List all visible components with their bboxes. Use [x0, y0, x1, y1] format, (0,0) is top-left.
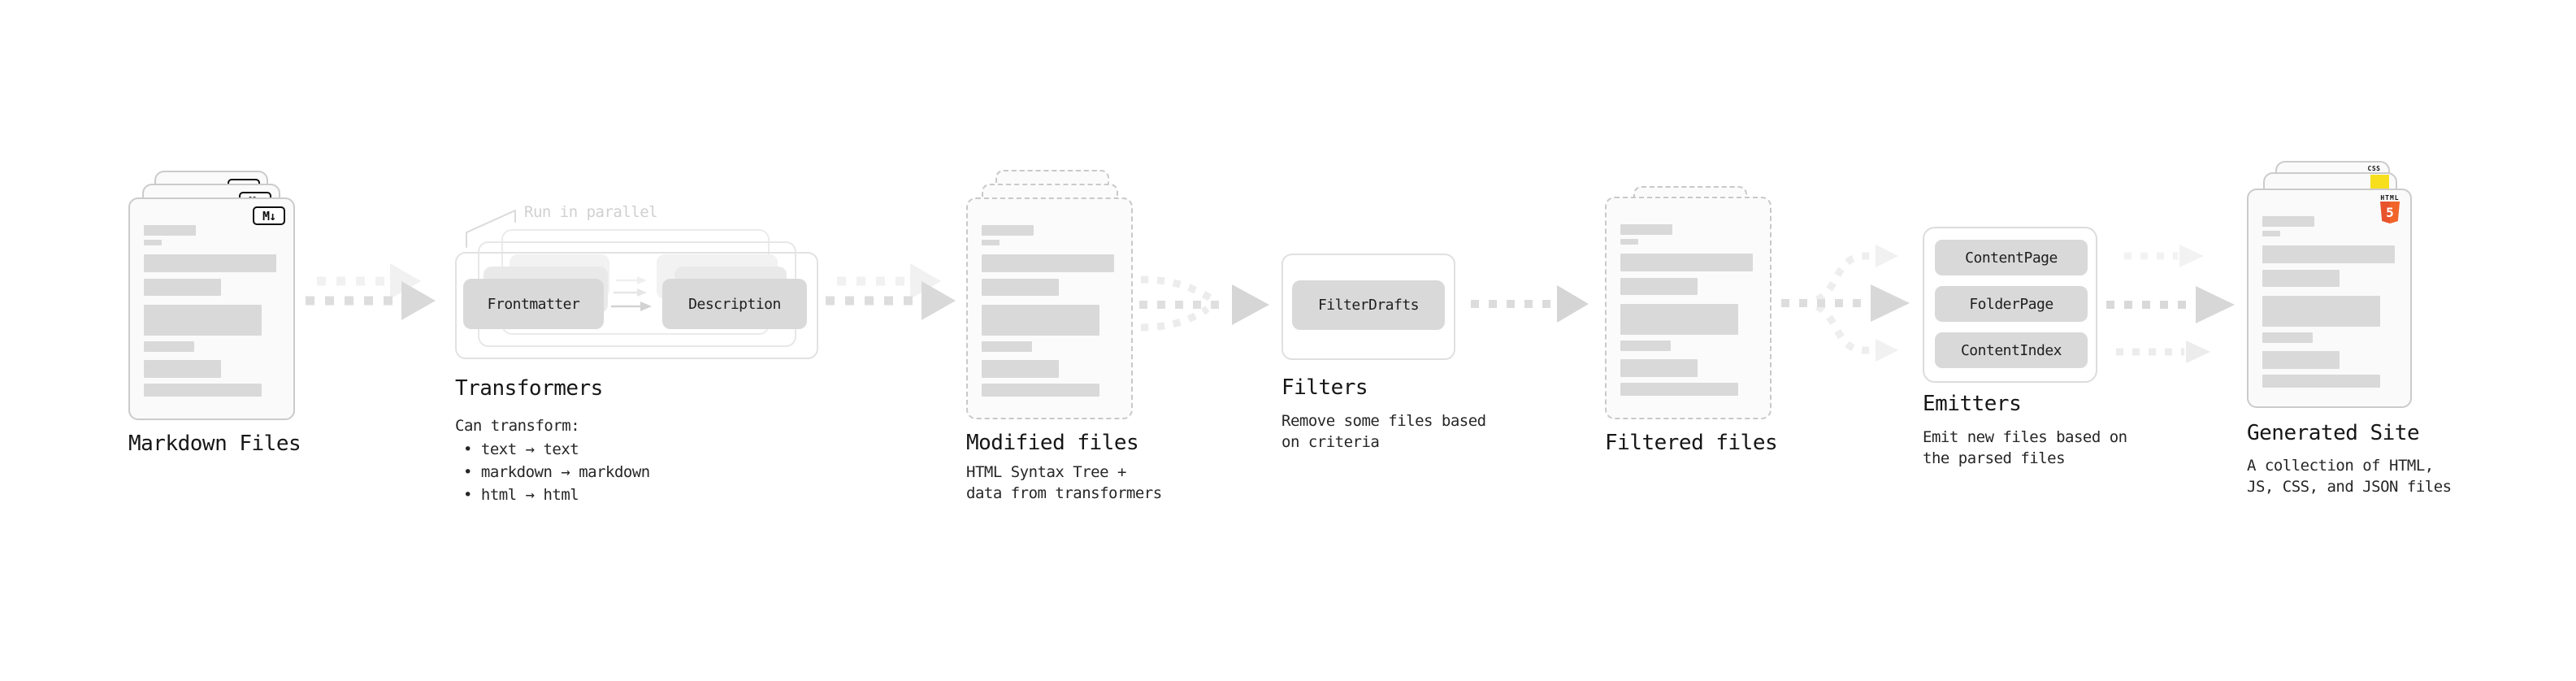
- filtered-file-card: [1605, 197, 1772, 419]
- emitters-description: Emit new files based on the parsed files: [1923, 428, 2127, 467]
- transformer-frontmatter-pill: Frontmatter: [463, 279, 604, 329]
- transformers-description: Can transform:: [455, 417, 580, 435]
- generated-site-label: Generated Site: [2247, 421, 2420, 445]
- arrow-modified-to-filters-merge: [1139, 275, 1269, 332]
- text-placeholder-bars: [2262, 216, 2395, 388]
- arrow-filtered-to-emitters-split: [1781, 245, 1910, 362]
- markdown-icon: M↓: [253, 206, 285, 225]
- mini-arrows-parallel: [611, 276, 652, 311]
- filters-label: Filters: [1281, 375, 1368, 400]
- text-placeholder-bars: [144, 225, 276, 397]
- capability-item: text → text: [455, 438, 650, 461]
- transformers-label: Transformers: [455, 376, 603, 401]
- generated-site-description: A collection of HTML, JS, CSS, and JSON …: [2247, 457, 2452, 496]
- generated-html-card-front: HTML 5: [2247, 189, 2412, 408]
- emitter-content-page-pill: ContentPage: [1935, 240, 2088, 275]
- capability-item: markdown → markdown: [455, 461, 650, 484]
- javascript-icon: [2370, 175, 2389, 190]
- markdown-files-label: Markdown Files: [128, 432, 301, 456]
- arrow-markdown-to-transformers: [306, 263, 436, 320]
- run-in-parallel-annotation: Run in parallel: [524, 203, 658, 221]
- transformer-description-pill: Description: [662, 279, 807, 329]
- emitter-content-index-pill: ContentIndex: [1935, 332, 2088, 368]
- filtered-files-label: Filtered files: [1605, 431, 1778, 455]
- svg-text:5: 5: [2386, 205, 2394, 220]
- html5-icon: HTML 5: [2379, 194, 2400, 224]
- modified-file-card: [966, 197, 1133, 419]
- arrows-emitters-to-generated: [2106, 245, 2235, 363]
- transformers-capabilities-list: text → text markdown → markdown html → h…: [455, 438, 650, 506]
- filters-description: Remove some files based on criteria: [1281, 412, 1486, 451]
- arrow-transformers-to-modified: [826, 263, 956, 320]
- emitters-box: ContentPage FolderPage ContentIndex: [1923, 227, 2097, 383]
- capability-item: html → html: [455, 484, 650, 506]
- transformer-box-front: [455, 252, 818, 359]
- emitter-folder-page-pill: FolderPage: [1935, 286, 2088, 322]
- markdown-file-card-front: M↓: [128, 197, 295, 420]
- annotation-callout-line: [466, 210, 516, 248]
- modified-files-description: HTML Syntax Tree + data from transformer…: [966, 463, 1162, 502]
- filter-drafts-pill: FilterDrafts: [1292, 280, 1445, 330]
- filters-box: [1281, 254, 1455, 360]
- modified-files-label: Modified files: [966, 431, 1139, 455]
- text-placeholder-bars: [982, 225, 1114, 397]
- text-placeholder-bars: [1620, 224, 1753, 396]
- arrow-filters-to-filtered: [1471, 285, 1589, 323]
- emitters-label: Emitters: [1923, 392, 2022, 416]
